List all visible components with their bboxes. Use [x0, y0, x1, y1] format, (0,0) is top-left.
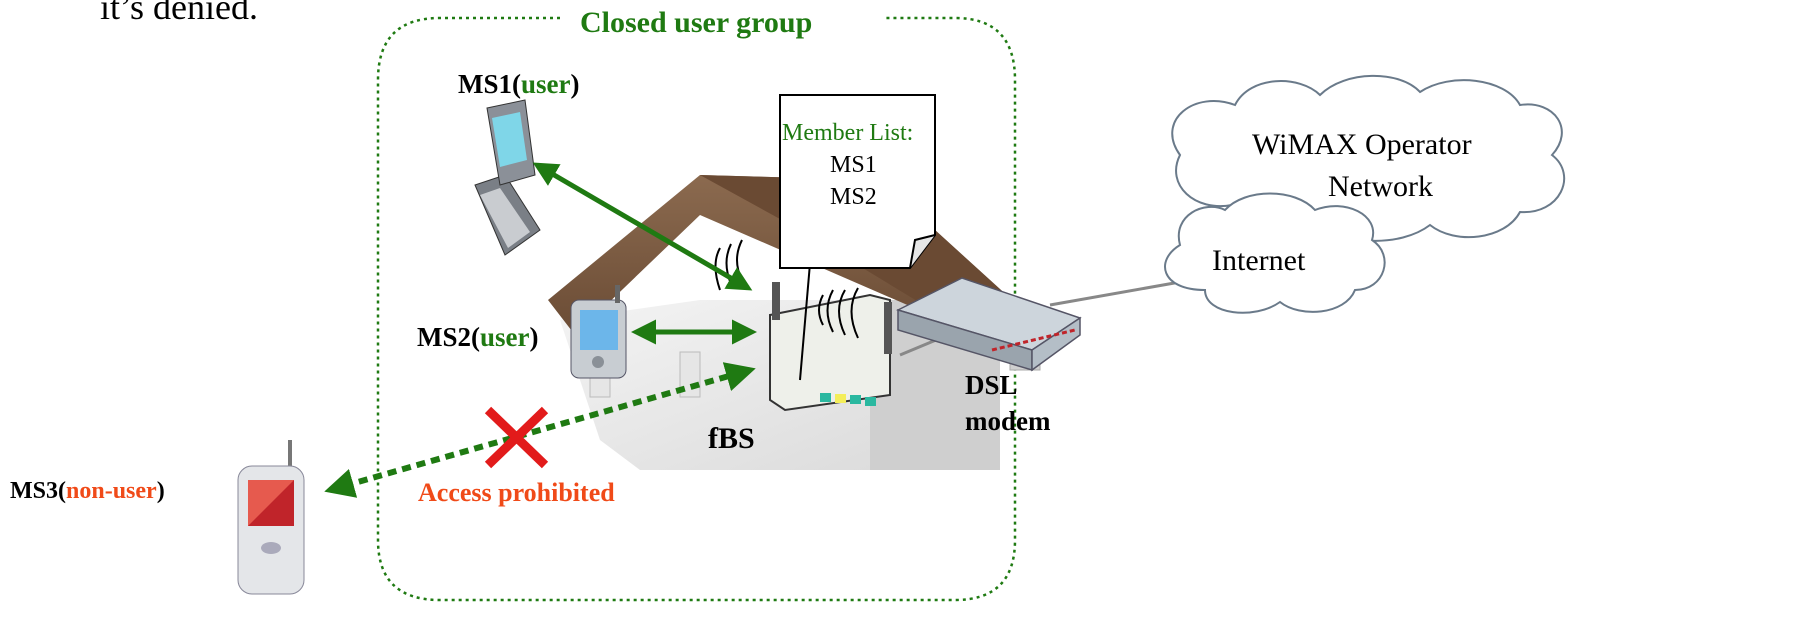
ms1-role: user: [521, 69, 571, 99]
intro-text-fragment: it’s denied.: [100, 0, 258, 27]
operator-cloud-label-line2: Network: [1328, 170, 1433, 203]
internet-cloud: [1164, 192, 1386, 314]
group-title: Closed user group: [580, 6, 813, 39]
ms3-denied-link-arrow: [324, 362, 756, 498]
member-list-heading: Member List:: [782, 120, 914, 146]
member-list-item: MS1: [830, 152, 877, 178]
dsl-label-line1: DSL: [965, 370, 1018, 400]
fbs-label: fBS: [708, 422, 755, 455]
dsl-label-line2: modem: [965, 406, 1051, 436]
member-list-item: MS2: [830, 184, 877, 210]
ms1-link-arrow: [532, 162, 753, 291]
access-denied-cross-icon: [484, 406, 549, 469]
ms1-id: MS1: [458, 69, 512, 99]
internet-cloud-label: Internet: [1212, 244, 1306, 277]
ms2-role: user: [480, 322, 530, 352]
closed-group-boundary: [376, 16, 1017, 602]
ms1-phone-icon: [474, 99, 541, 256]
fbs-device: [714, 239, 892, 412]
ms1-label: MS1(user): [458, 69, 580, 99]
access-prohibited-label: Access prohibited: [418, 478, 615, 507]
ms3-role: non-user: [66, 478, 157, 504]
dsl-modem: [895, 277, 1082, 372]
ms3-id: MS3: [10, 478, 58, 504]
ms2-label: MS2(user): [417, 322, 539, 352]
ms2-id: MS2: [417, 322, 471, 352]
operator-cloud-label-line1: WiMAX Operator: [1252, 128, 1472, 161]
member-list-note: [779, 94, 936, 381]
ms3-label: MS3(non-user): [10, 478, 165, 504]
ms3-phone-icon: [237, 440, 305, 595]
